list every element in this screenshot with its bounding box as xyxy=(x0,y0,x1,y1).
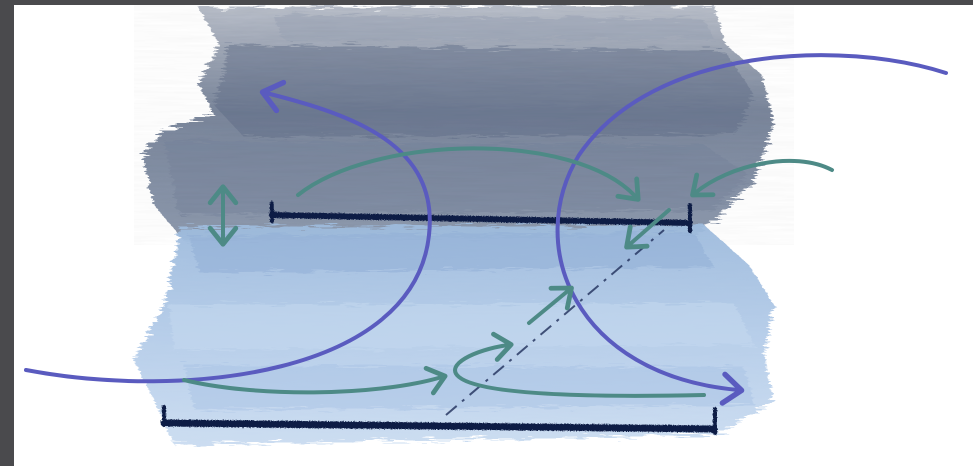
watercolor-painting xyxy=(14,5,973,466)
sky-texture xyxy=(134,5,794,245)
painting-canvas xyxy=(14,5,973,466)
lower-blue-wash xyxy=(134,225,774,445)
